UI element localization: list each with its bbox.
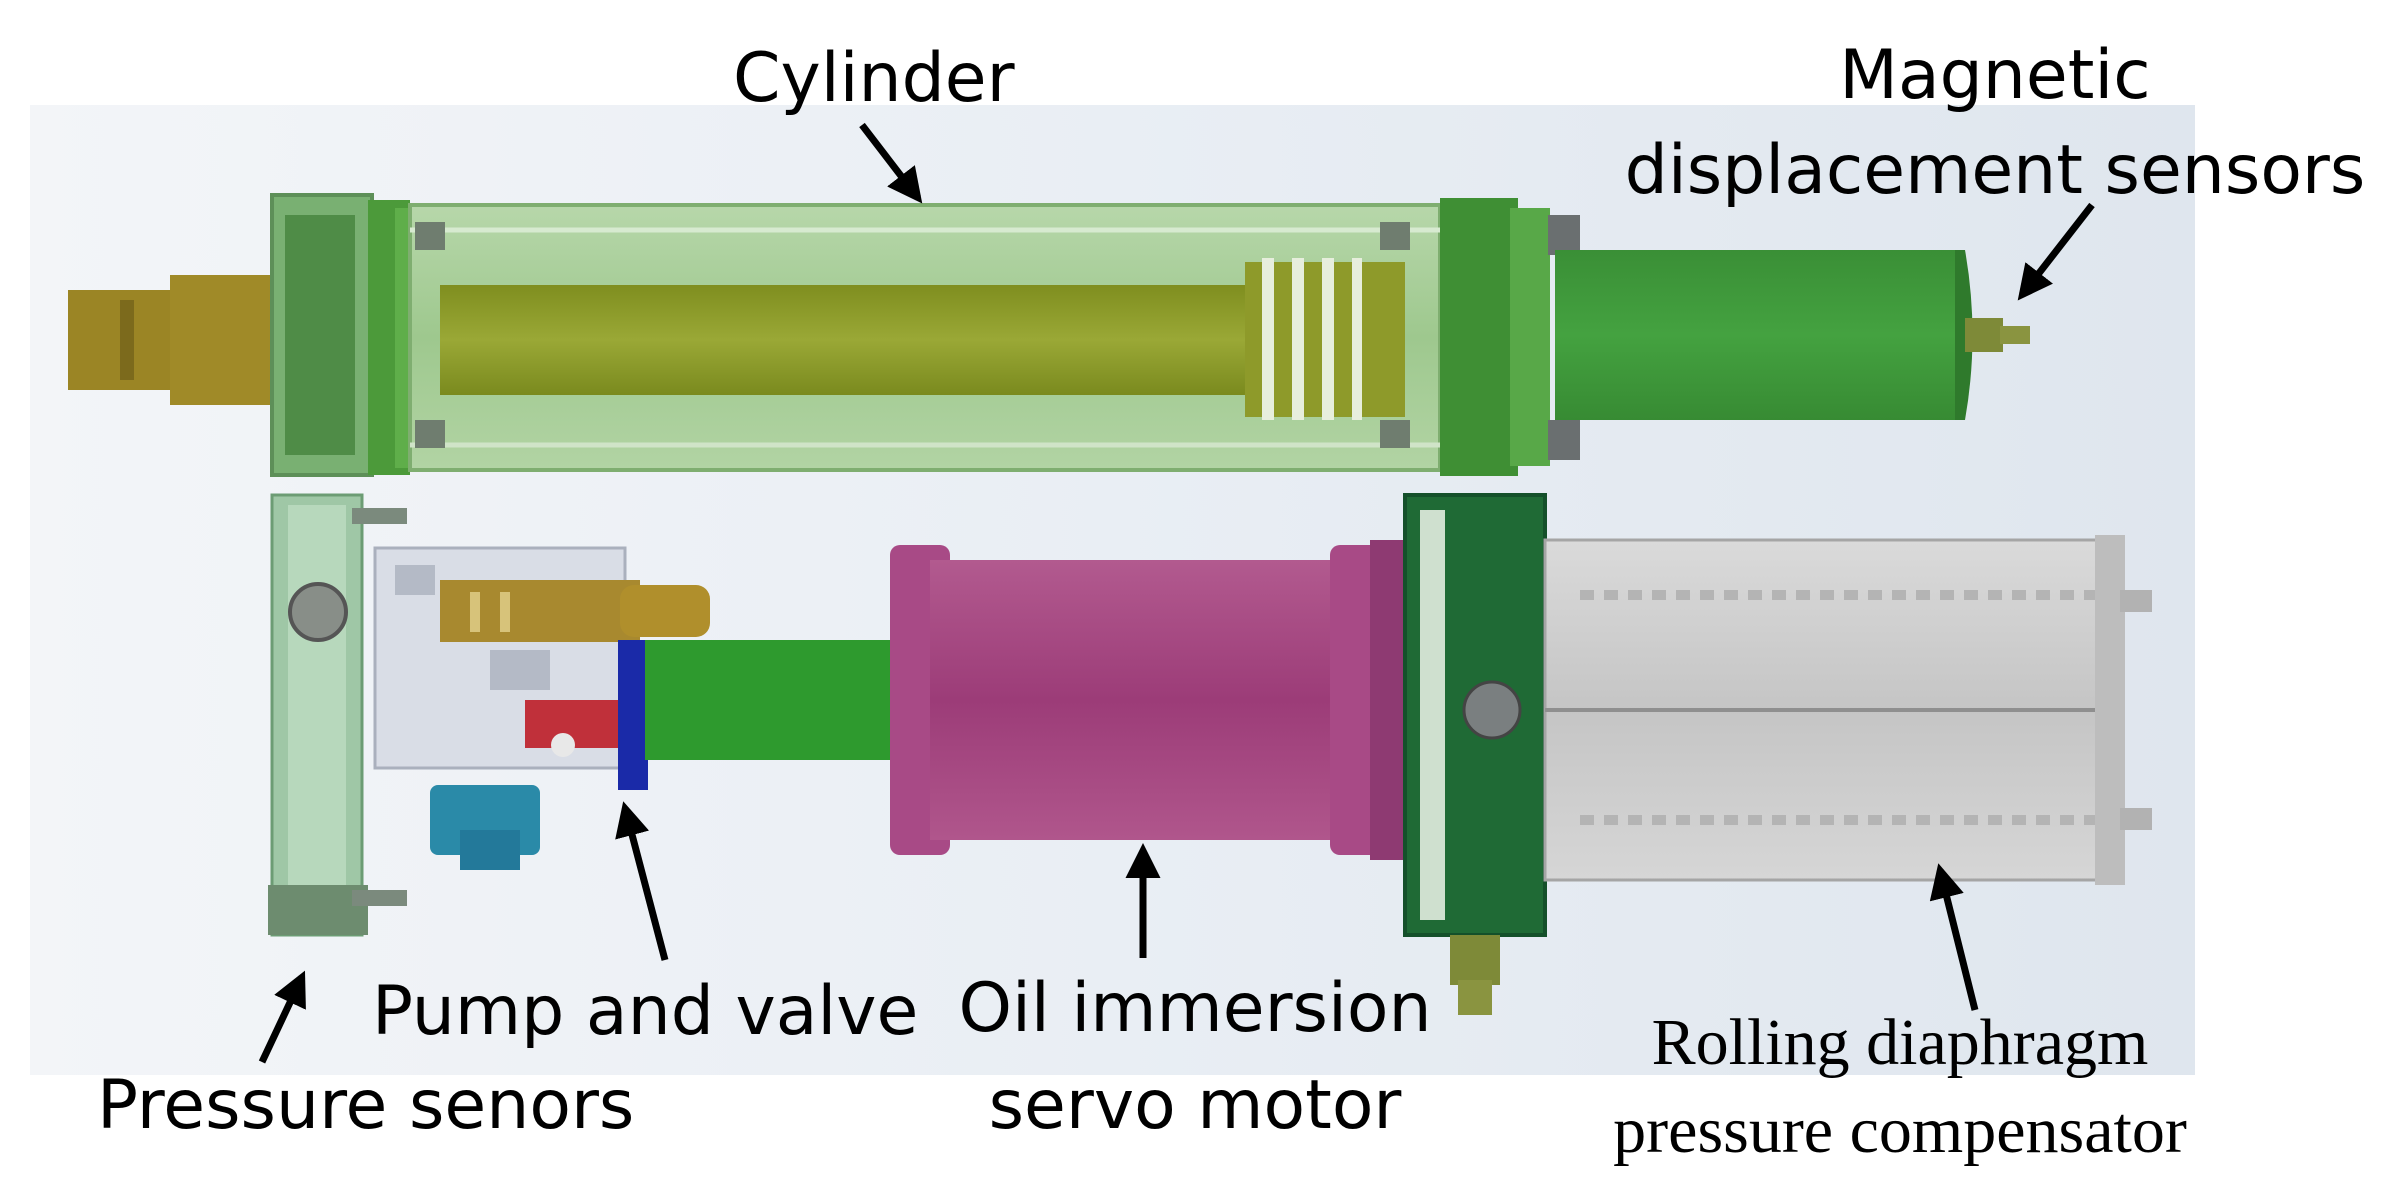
pump-motor-assembly bbox=[268, 493, 2152, 1015]
label-motor-line1: Oil immersion bbox=[958, 969, 1432, 1048]
label-motor-line2: servo motor bbox=[988, 1066, 1402, 1145]
label-magnetic-line1: Magnetic bbox=[1839, 36, 2151, 115]
label-cylinder: Cylinder bbox=[733, 39, 1015, 118]
arrow-pressure-sensors bbox=[258, 970, 306, 1064]
arrow-compensator bbox=[1929, 863, 1979, 1011]
arrow-pump-valve bbox=[615, 801, 669, 961]
arrow-cylinder bbox=[859, 122, 923, 204]
label-pump-valve: Pump and valve bbox=[372, 972, 919, 1051]
label-compensator-line2: pressure compensator bbox=[1613, 1094, 2187, 1167]
label-pressure-sensors: Pressure senors bbox=[97, 1066, 635, 1145]
label-compensator-line1: Rolling diaphragm bbox=[1651, 1006, 2149, 1079]
cylinder-assembly bbox=[68, 193, 2030, 477]
label-magnetic-line2: displacement sensors bbox=[1624, 131, 2366, 210]
arrow-magnetic-sensors bbox=[2017, 202, 2095, 301]
pressure-sensor-dial bbox=[288, 582, 348, 642]
